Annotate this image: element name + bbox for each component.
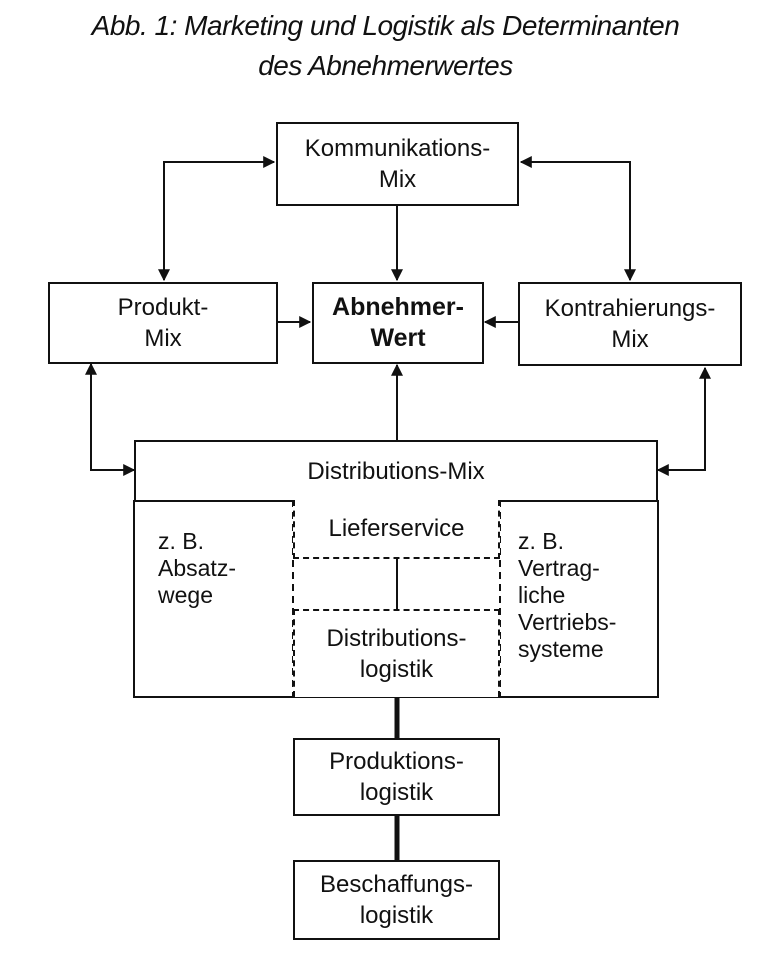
distribution-area-outline [133, 500, 659, 698]
abnehmer-wert-box: Abnehmer- Wert [312, 282, 484, 364]
kommunikations-mix-label-1: Kommunikations- [304, 135, 491, 162]
distributionslogistik-label-2: logistik [359, 656, 434, 683]
produktionslogistik-box: Produktions- logistik [293, 738, 500, 816]
kommunikations-mix-label-2: Mix [378, 166, 417, 193]
figure-title-line2: des Abnehmerwertes [258, 50, 513, 81]
note-right-line-3: liche [518, 582, 566, 608]
note-right-line-4: Vertriebs- [518, 609, 617, 635]
kommunikations-mix-box: Kommunikations- Mix [276, 122, 519, 206]
arrow-kommunikation-produkt [158, 156, 276, 282]
note-left-line-1: z. B. [158, 528, 205, 554]
beschaffungslogistik-box: Beschaffungs- logistik [293, 860, 500, 940]
distributions-mix-label: Distributions-Mix [307, 457, 485, 485]
note-right-line-5: systeme [518, 636, 604, 662]
distributions-mix-box: Distributions-Mix [134, 440, 658, 502]
lieferservice-label: Lieferservice [328, 515, 465, 542]
note-left-line-3: wege [158, 582, 213, 608]
produktionslogistik-label-1: Produktions- [329, 748, 464, 775]
kontrahierungs-mix-label-1: Kontrahierungs- [544, 295, 716, 322]
arrow-kommunikation-kontrahierung [519, 156, 636, 282]
distributionslogistik-label-1: Distributions- [326, 625, 467, 652]
produkt-mix-box: Produkt- Mix [48, 282, 278, 364]
note-left-line-2: Absatz- [158, 555, 236, 581]
kontrahierungs-mix-label-2: Mix [611, 326, 649, 353]
abnehmer-wert-label-1: Abnehmer- [332, 293, 464, 321]
produkt-mix-label-2: Mix [144, 325, 182, 352]
note-absatzwege: z. B. Absatz- wege [158, 528, 236, 609]
beschaffungslogistik-label-2: logistik [359, 902, 434, 929]
kontrahierungs-mix-box: Kontrahierungs- Mix [518, 282, 742, 366]
arrow-produkt-distribution [85, 362, 136, 476]
figure-title-line1: Abb. 1: Marketing und Logistik als Deter… [91, 10, 680, 41]
note-right-line-2: Vertrag- [518, 555, 600, 581]
produkt-mix-label-1: Produkt- [117, 294, 209, 321]
distributionslogistik-box: Distributions- logistik [293, 609, 500, 697]
beschaffungslogistik-label-1: Beschaffungs- [320, 871, 473, 898]
arrow-kontrahierung-distribution [656, 366, 711, 476]
lieferservice-box: Lieferservice [293, 500, 500, 559]
produktionslogistik-label-2: logistik [359, 779, 434, 806]
note-vertriebssysteme: z. B. Vertrag- liche Vertriebs- systeme [518, 528, 616, 663]
abnehmer-wert-label-2: Wert [370, 324, 426, 352]
note-right-line-1: z. B. [518, 528, 565, 554]
